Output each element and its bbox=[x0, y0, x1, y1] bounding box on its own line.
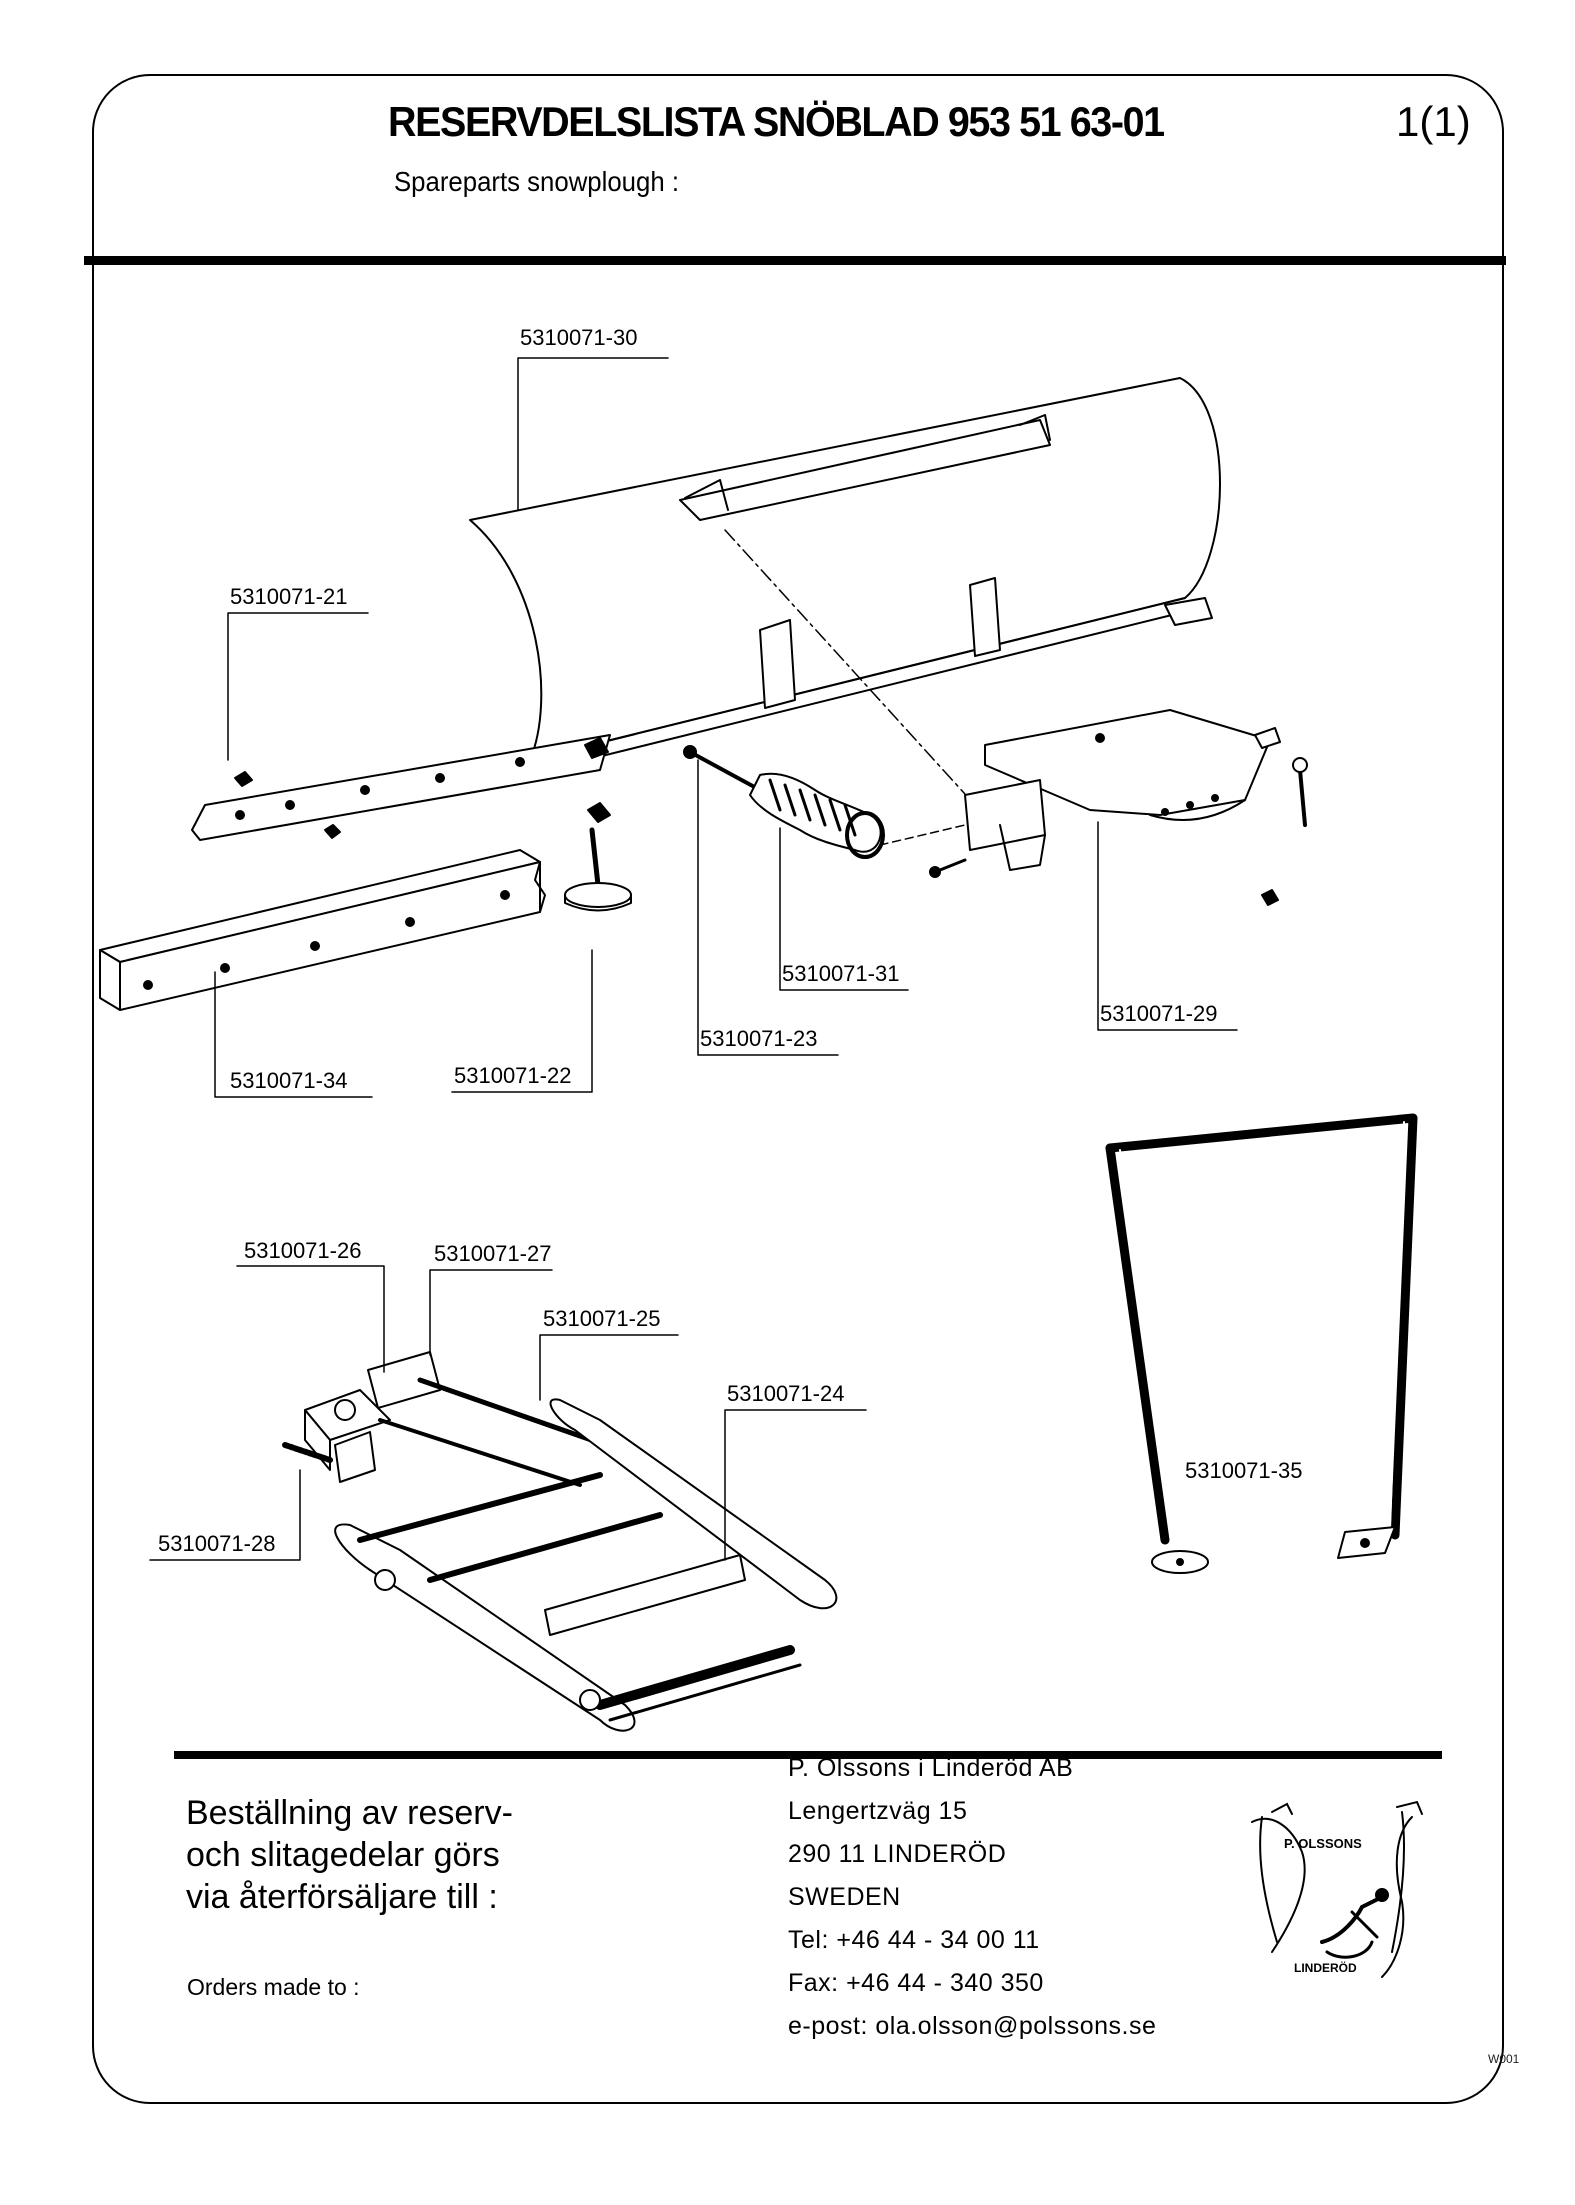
order-instructions-line-1: Beställning av reserv- bbox=[186, 1794, 513, 1832]
callout-5310071-34: 5310071-34 bbox=[230, 1068, 348, 1093]
order-instructions-line-3: via återförsäljare till : bbox=[186, 1878, 498, 1916]
callout-5310071-22: 5310071-22 bbox=[454, 1063, 572, 1088]
skid-shoe bbox=[564, 737, 632, 912]
callout-5310071-27: 5310071-27 bbox=[434, 1241, 552, 1266]
callout-5310071-23: 5310071-23 bbox=[700, 1026, 818, 1051]
leader-lines bbox=[149, 357, 1238, 1561]
page-subtitle: Spareparts snowplough : bbox=[394, 166, 679, 197]
callout-5310071-31: 5310071-31 bbox=[782, 961, 900, 986]
logo-text-top: P. OLSSONS bbox=[1284, 1836, 1362, 1851]
page-title: RESERVDELSLISTA SNÖBLAD 953 51 63-01 bbox=[388, 98, 1165, 145]
callout-5310071-28: 5310071-28 bbox=[158, 1531, 276, 1556]
company-email: e-post: ola.olsson@polssons.se bbox=[788, 2012, 1157, 2040]
page-frame bbox=[92, 74, 1504, 2104]
wooden-beam bbox=[99, 849, 546, 1011]
company-postal: 290 11 LINDERÖD bbox=[788, 1840, 1007, 1868]
hinge-plate bbox=[879, 709, 1308, 906]
company-name: P. Olssons i Linderöd AB bbox=[788, 1754, 1074, 1782]
page-number: 1(1) bbox=[1396, 98, 1471, 145]
mount-frame bbox=[282, 1351, 838, 1732]
return-spring bbox=[683, 745, 885, 859]
callout-5310071-26: 5310071-26 bbox=[244, 1238, 362, 1263]
wear-edge bbox=[191, 734, 611, 841]
header-divider bbox=[84, 256, 1506, 265]
callout-5310071-30: 5310071-30 bbox=[520, 325, 638, 350]
company-logo: P. OLSSONS LINDERÖD bbox=[1251, 1800, 1423, 1978]
company-fax: Fax: +46 44 - 340 350 bbox=[788, 1969, 1044, 1997]
document-code: W001 bbox=[1488, 2052, 1520, 2066]
snow-blade bbox=[469, 377, 1221, 806]
footer-divider bbox=[174, 1751, 1442, 1759]
orders-made-to: Orders made to : bbox=[187, 1974, 360, 2000]
logo-text-bottom: LINDERÖD bbox=[1294, 1960, 1357, 1975]
company-tel: Tel: +46 44 - 34 00 11 bbox=[788, 1926, 1040, 1954]
order-instructions-line-2: och slitagedelar görs bbox=[186, 1836, 500, 1874]
company-street: Lengertzväg 15 bbox=[788, 1797, 968, 1825]
callout-5310071-35: 5310071-35 bbox=[1185, 1458, 1303, 1483]
callout-5310071-29: 5310071-29 bbox=[1100, 1001, 1218, 1026]
company-country: SWEDEN bbox=[788, 1883, 901, 1911]
callout-5310071-24: 5310071-24 bbox=[727, 1381, 845, 1406]
callout-5310071-25: 5310071-25 bbox=[543, 1306, 661, 1331]
lift-frame bbox=[1105, 1113, 1418, 1574]
callout-5310071-21: 5310071-21 bbox=[230, 584, 348, 609]
